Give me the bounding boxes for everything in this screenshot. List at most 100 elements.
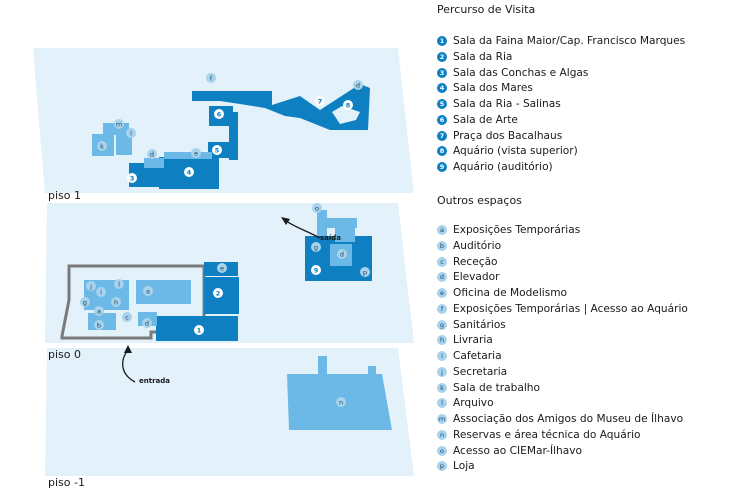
other-legend-label: Loja <box>453 460 475 473</box>
floor-label-piso-minus-1: piso -1 <box>48 476 85 489</box>
other-legend-label: Associação dos Amigos do Museu de Ílhavo <box>453 413 684 425</box>
other-legend-label: Receção <box>453 255 498 268</box>
route-legend-item: 3 Sala das Conchas e Algas <box>437 65 588 81</box>
route-legend-badge: 2 <box>437 51 447 62</box>
badge-a2-p0 <box>94 306 104 316</box>
badge-3-p1-num: 3 <box>130 174 135 182</box>
route-legend-badge: 8 <box>437 146 447 157</box>
other-legend-label: Sanitários <box>453 318 506 331</box>
other-legend-badge: e <box>437 288 447 298</box>
badge-a2-p0-letter: a <box>97 307 101 315</box>
other-legend-label: Elevador <box>453 271 500 284</box>
badge-8-p1 <box>343 100 353 110</box>
badge-3-p1 <box>127 173 137 183</box>
aquarium-access-top <box>317 218 357 228</box>
route-legend-badge: 3 <box>437 67 447 78</box>
badge-e-p1-letter: e <box>194 149 198 157</box>
other-legend-label: Livraria <box>453 334 493 347</box>
other-legend-badge: g <box>437 319 447 330</box>
badge-p-p0 <box>360 267 370 277</box>
badge-f-p1-letter: f <box>210 74 213 82</box>
badge-1-p0 <box>194 325 204 335</box>
other-legend-badge: f <box>437 303 447 314</box>
other-legend-label: Arquivo <box>453 397 494 410</box>
badge-d-p1-letter: d <box>150 150 154 158</box>
other-legend-label: Oficina de Modelismo <box>453 287 568 299</box>
badge-8-p1-num: 8 <box>346 101 351 109</box>
badge-i-p0-letter: i <box>100 288 102 296</box>
other-legend-item: p Loja <box>437 458 475 474</box>
badge-9-p0-num: 9 <box>314 266 319 274</box>
route-legend-label: Sala dos Mares <box>453 82 533 95</box>
room-d-light <box>144 158 164 168</box>
badge-j-p0 <box>86 281 96 291</box>
route-legend-label: Praça dos Bacalhaus <box>453 129 563 142</box>
badge-d-p1-top <box>353 80 363 90</box>
other-legend-item: g Sanitários <box>437 317 506 333</box>
other-legend-badge: k <box>437 382 447 393</box>
route-legend-label: Sala de Arte <box>453 113 518 126</box>
other-legend-badge: o <box>437 445 447 456</box>
other-legend-item: e Oficina de Modelismo <box>437 285 567 301</box>
entrance-arrow-head <box>124 345 132 353</box>
other-legend-badge: p <box>437 461 447 472</box>
badge-k-p1 <box>97 141 107 151</box>
badge-6-p1-num: 6 <box>217 110 222 118</box>
badge-g-p0b <box>311 242 321 252</box>
other-legend-item: n Reservas e área técnica do Aquário <box>437 427 641 443</box>
badge-a-p0-letter: a <box>146 287 150 295</box>
badge-g-p0-letter: g <box>83 298 87 306</box>
other-legend-badge: n <box>437 429 447 440</box>
badge-k-p1-letter: k <box>100 142 104 150</box>
route-legend-badge: 9 <box>437 162 447 172</box>
route-legend-badge: 1 <box>437 36 447 46</box>
other-legend-title: Outros espaços <box>437 194 522 207</box>
badge-o-p0 <box>312 203 322 213</box>
other-legend-badge: a <box>437 225 447 235</box>
badge-m-p1-letter: m <box>116 120 122 128</box>
badge-4-p1 <box>184 167 194 177</box>
badge-b-p0-letter: b <box>97 321 101 329</box>
other-legend-label: Reservas e área técnica do Aquário <box>453 428 641 441</box>
badge-h-p0 <box>111 297 121 307</box>
badge-d-p0-letter: d <box>145 319 149 327</box>
saida-label: saída <box>320 234 341 242</box>
other-legend-label: Sala de trabalho <box>453 381 540 394</box>
badge-a-p0 <box>143 286 153 296</box>
entrada-label: entrada <box>139 377 170 385</box>
badge-m-p1 <box>114 119 124 129</box>
piso-0-rooms: e 2 1 a d c b j l i g h a o g d <box>60 203 372 385</box>
badge-g-p0 <box>80 297 90 307</box>
other-legend-badge: l <box>437 398 447 409</box>
other-legend-item: k Sala de trabalho <box>437 380 540 396</box>
other-legend-item: m Associação dos Amigos do Museu de Ílhav… <box>437 411 683 427</box>
route-legend-title: Percurso de Visita <box>437 3 536 16</box>
other-legend-label: Acesso ao CIEMar-Ílhavo <box>453 444 583 457</box>
exit-arrow-head <box>281 217 290 225</box>
room-l <box>116 133 132 155</box>
badge-f-p1 <box>206 73 216 83</box>
badge-d-p0 <box>142 318 152 328</box>
route-legend-label: Sala da Ria <box>453 50 513 63</box>
route-legend-badge: 5 <box>437 99 447 109</box>
badge-p-p0-letter: p <box>363 268 367 276</box>
route-legend-label: Sala das Conchas e Algas <box>453 66 589 79</box>
other-legend-label: Exposições Temporárias | Acesso ao Aquár… <box>453 302 688 315</box>
badge-o-p0-letter: o <box>315 204 319 212</box>
other-legend-label: Cafetaria <box>453 350 502 362</box>
badge-l-p0 <box>114 279 124 289</box>
other-legend-badge: m <box>437 414 447 424</box>
other-legend-badge: d <box>437 272 447 283</box>
badge-n-pm1-letter: n <box>339 398 343 406</box>
badge-d-p0b-letter: d <box>340 250 344 258</box>
other-legend-label: Auditório <box>453 239 502 252</box>
badge-n-pm1 <box>336 397 346 407</box>
badge-5-p1 <box>212 145 222 155</box>
badge-l-p0-letter: l <box>118 280 120 288</box>
